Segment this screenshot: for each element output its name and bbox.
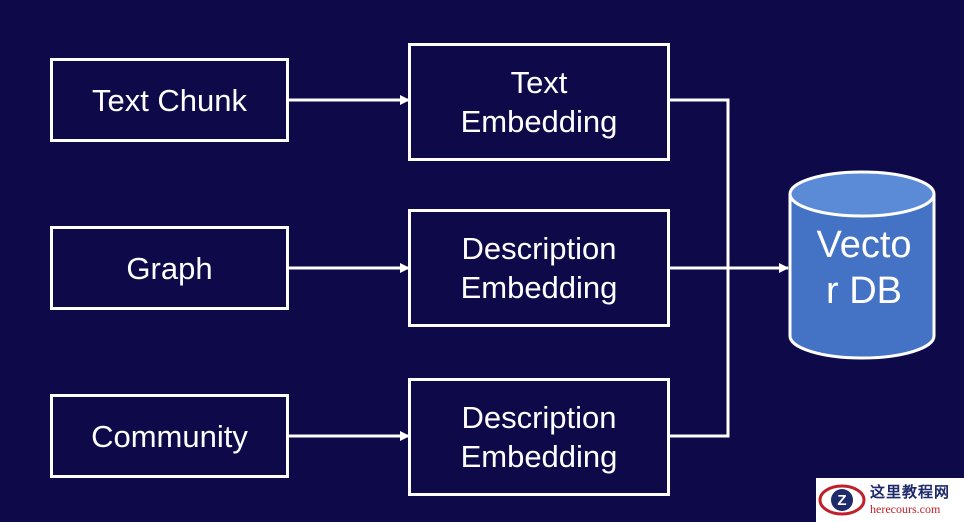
- vector-db-cylinder-body: [788, 194, 936, 360]
- description-embedding-label-line-2: Embedding: [460, 270, 618, 305]
- site-logo-letter: Z: [837, 492, 846, 509]
- community-box: Community: [50, 394, 289, 478]
- description-embedding-box-community: Description Embedding: [408, 378, 670, 496]
- text-embedding-box: Text Embedding: [408, 43, 670, 161]
- watermark-text: 这里教程网 herecours.com: [868, 483, 950, 517]
- connector-text-embedding-to-bus: [669, 98, 730, 268]
- graph-label: Graph: [126, 250, 213, 286]
- text-chunk-label: Text Chunk: [91, 82, 248, 118]
- graph-box: Graph: [50, 226, 289, 310]
- text-embedding-label-line-2: Embedding: [460, 104, 618, 139]
- connector-community-embedding-to-bus: [669, 268, 730, 438]
- vector-db-label-line-2: r DB: [826, 270, 902, 312]
- description-embedding-label-line-1: Description: [461, 231, 617, 266]
- description-embedding-label-line-2: Embedding: [460, 439, 618, 474]
- description-embedding-box-graph: Description Embedding: [408, 209, 670, 327]
- watermark-site-name: 这里教程网: [870, 483, 951, 501]
- vector-db-cylinder-top: [788, 170, 936, 218]
- text-embedding-label-line-1: Text: [510, 65, 568, 100]
- vector-db-label: Vecto r DB: [792, 222, 936, 314]
- watermark[interactable]: Z 这里教程网 herecours.com: [816, 478, 964, 522]
- site-logo-icon: Z: [818, 484, 866, 516]
- watermark-site-url: herecours.com: [870, 502, 941, 516]
- description-embedding-label-line-1: Description: [461, 400, 617, 435]
- community-label: Community: [91, 418, 248, 454]
- vector-db-label-line-1: Vecto: [816, 224, 912, 266]
- text-chunk-box: Text Chunk: [50, 58, 289, 142]
- vector-db-cylinder: [788, 170, 936, 360]
